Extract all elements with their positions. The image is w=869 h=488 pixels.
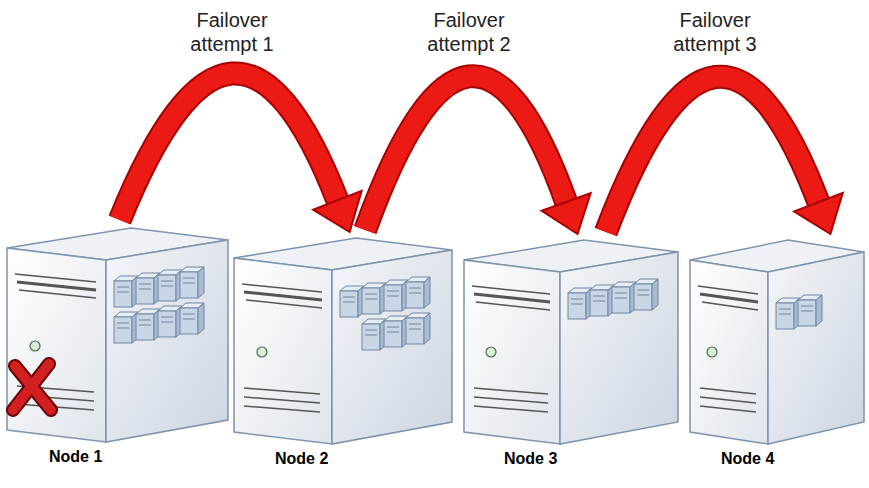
server-node: Node 3: [462, 238, 680, 470]
server-icon: [232, 236, 454, 446]
node-label: Node 2: [275, 450, 328, 468]
server-icon: [462, 238, 680, 446]
node-label: Node 1: [49, 448, 102, 466]
server-node: Node 4: [688, 238, 866, 470]
failover-arrow: [365, 76, 590, 234]
edge-label: Failover attempt 3: [648, 8, 782, 56]
failover-arrow: [120, 73, 362, 232]
node-label: Node 3: [504, 450, 557, 468]
server-node: Node 2: [232, 236, 454, 470]
server-node: Node 1: [5, 226, 230, 468]
edge-label: Failover attempt 1: [165, 8, 299, 56]
server-icon: [688, 238, 866, 446]
server-icon: [5, 226, 230, 444]
node-label: Node 4: [721, 450, 774, 468]
edge-label: Failover attempt 2: [402, 8, 536, 56]
failover-arrow: [606, 77, 843, 234]
